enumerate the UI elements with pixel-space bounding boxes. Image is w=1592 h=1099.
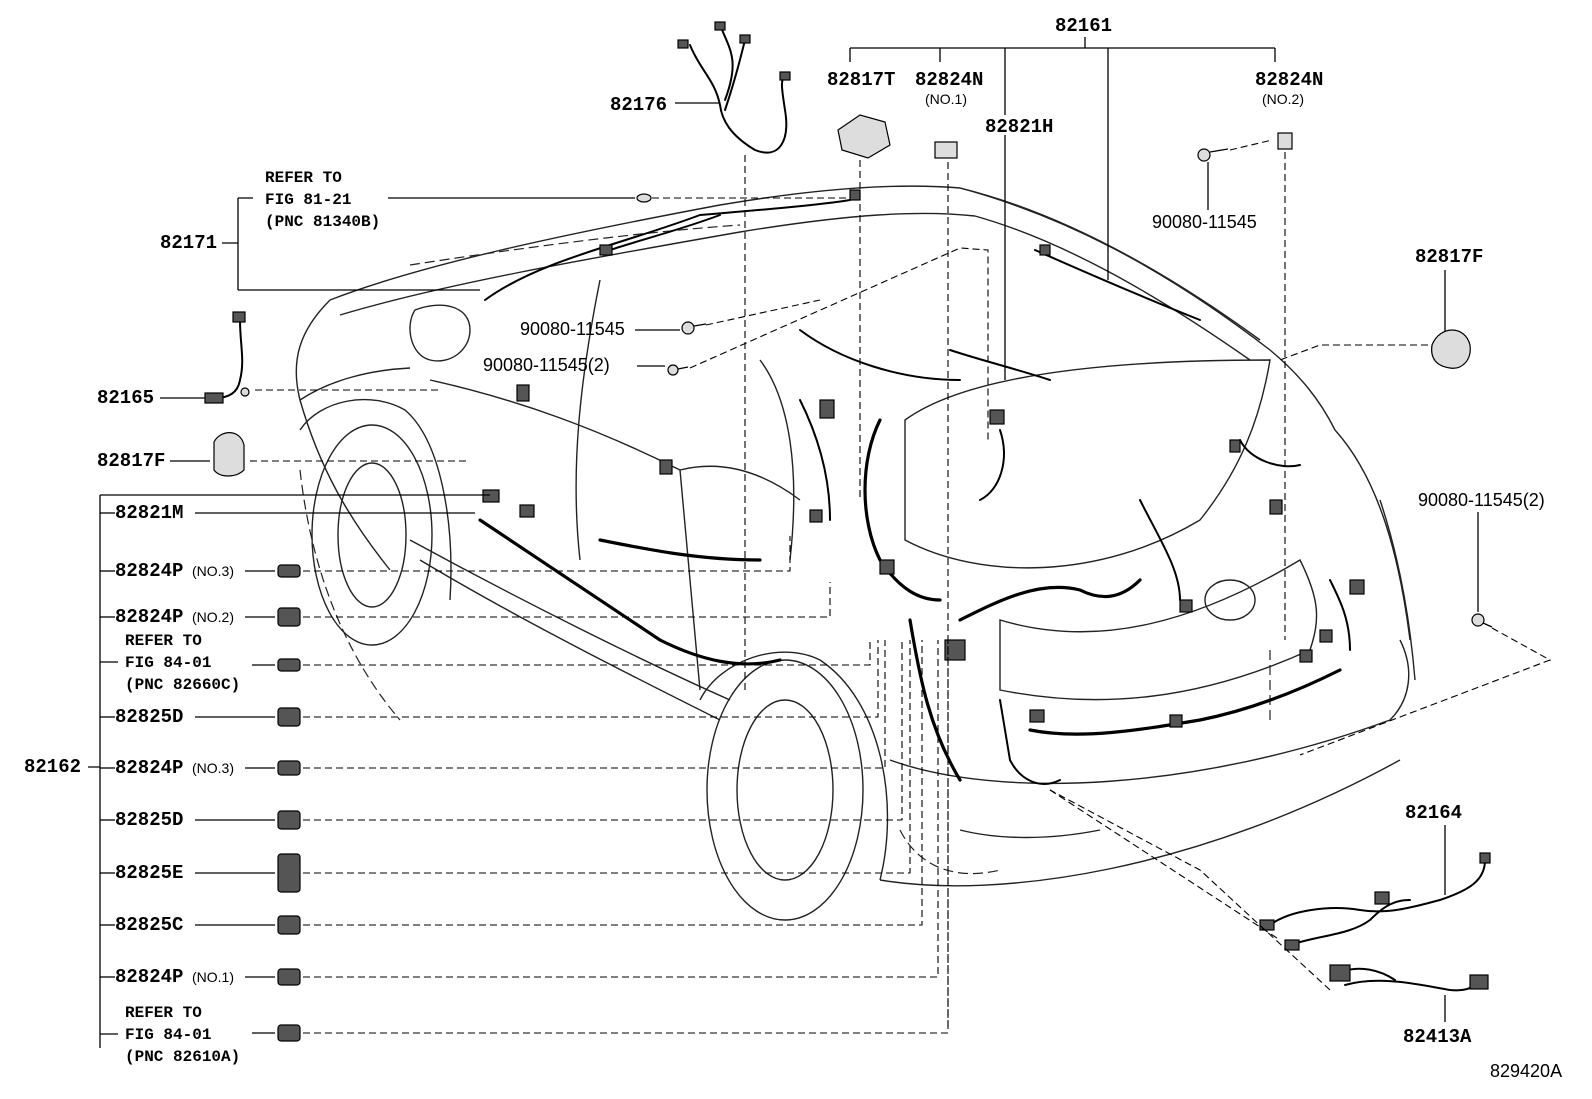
leader-line bbox=[303, 640, 923, 926]
leader-line bbox=[303, 640, 871, 666]
part-code: 82824P bbox=[115, 757, 183, 779]
left-list-item: 82825D bbox=[100, 640, 879, 728]
svg-text:90080-11545: 90080-11545 bbox=[1152, 212, 1257, 232]
svg-text:82176: 82176 bbox=[610, 94, 667, 116]
refer-to: REFER TO bbox=[125, 1004, 202, 1022]
part-sub: (NO.1) bbox=[192, 969, 234, 985]
part-code: 82824P bbox=[115, 966, 183, 988]
refer-line: (PNC 82660C) bbox=[125, 676, 240, 694]
svg-text:82164: 82164 bbox=[1405, 802, 1462, 824]
svg-text:82817F: 82817F bbox=[97, 450, 165, 472]
connector-icon bbox=[277, 607, 301, 627]
svg-text:82824N: 82824N bbox=[915, 69, 983, 91]
svg-text:90080-11545: 90080-11545 bbox=[520, 319, 625, 339]
svg-text:(NO.2): (NO.2) bbox=[1262, 91, 1304, 107]
part-code: 82821M bbox=[115, 502, 183, 524]
connector-icon bbox=[277, 915, 301, 935]
part-code: 82824P bbox=[115, 560, 183, 582]
part-code: 82824P bbox=[115, 606, 183, 628]
left-list-item: 82824P (NO.3) bbox=[100, 536, 791, 582]
left-list-item: REFER TO FIG 84-01 (PNC 82660C) bbox=[100, 632, 871, 694]
svg-text:82824N: 82824N bbox=[1255, 69, 1323, 91]
refer-line: FIG 84-01 bbox=[125, 654, 211, 672]
group-82162: 82162 bbox=[24, 494, 490, 1048]
refer-to: REFER TO bbox=[125, 632, 202, 650]
part-82824N-1: 82824N (NO.1) bbox=[915, 69, 983, 1030]
part-82817F-left: 82817F bbox=[97, 432, 470, 477]
svg-text:(PNC 81340B): (PNC 81340B) bbox=[265, 213, 380, 231]
left-list-item: 82824P (NO.2) bbox=[100, 582, 831, 628]
leader-line bbox=[303, 640, 939, 978]
part-code: 82825E bbox=[115, 862, 183, 884]
left-list-item: 82824P (NO.3) bbox=[100, 640, 886, 779]
svg-text:FIG 81-21: FIG 81-21 bbox=[265, 191, 351, 209]
svg-text:82165: 82165 bbox=[97, 387, 154, 409]
leader-line bbox=[303, 536, 791, 572]
svg-text:82162: 82162 bbox=[24, 756, 81, 778]
part-sub: (NO.2) bbox=[192, 609, 234, 625]
part-82176: 82176 bbox=[610, 21, 791, 690]
leader-line bbox=[303, 640, 886, 769]
part-code: 82825D bbox=[115, 809, 183, 831]
svg-text:82817F: 82817F bbox=[1415, 246, 1483, 268]
vehicle-harness bbox=[478, 199, 1351, 785]
refer-line: FIG 84-01 bbox=[125, 1026, 211, 1044]
connector-icon bbox=[277, 707, 301, 727]
left-list-item: REFER TO FIG 84-01 (PNC 82610A) bbox=[100, 640, 949, 1066]
left-list-item: 82825D bbox=[100, 640, 903, 831]
connector-icon bbox=[277, 1024, 301, 1042]
group-82161-label: 82161 bbox=[1055, 15, 1112, 37]
part-82164: 82164 bbox=[1049, 789, 1491, 951]
connector-icon bbox=[277, 564, 301, 578]
refer-fig-81-21: REFER TO FIG 81-21 (PNC 81340B) bbox=[265, 169, 850, 231]
part-code: 82825C bbox=[115, 914, 183, 936]
part-sub: (NO.3) bbox=[192, 760, 234, 776]
group-82161: 82161 bbox=[849, 15, 1276, 280]
svg-text:90080-11545(2): 90080-11545(2) bbox=[483, 355, 610, 375]
leader-line bbox=[303, 640, 903, 821]
connector-icon bbox=[277, 968, 301, 986]
part-82413A: 82413A bbox=[1049, 789, 1489, 1048]
vehicle-connectors bbox=[482, 189, 1365, 728]
svg-text:90080-11545(2): 90080-11545(2) bbox=[1418, 490, 1545, 510]
left-list-item: 82825C bbox=[100, 640, 923, 936]
part-sub: (NO.3) bbox=[192, 563, 234, 579]
connector-icon bbox=[277, 810, 301, 830]
bolt-mid-2: 90080-11545(2) bbox=[483, 247, 989, 440]
leader-line bbox=[303, 582, 831, 618]
svg-text:(NO.1): (NO.1) bbox=[925, 91, 967, 107]
diagram-id: 829420A bbox=[1490, 1061, 1562, 1081]
connector-icon bbox=[277, 760, 301, 776]
bolt-top-right: 90080-11545 bbox=[1152, 139, 1273, 232]
part-82171: 82171 bbox=[160, 197, 480, 291]
connector-icon bbox=[277, 853, 301, 893]
svg-text:82413A: 82413A bbox=[1403, 1026, 1472, 1048]
bolt-right: 90080-11545(2) bbox=[1299, 490, 1552, 756]
part-82165: 82165 bbox=[97, 311, 440, 409]
connector-icon bbox=[277, 658, 301, 672]
part-82824N-2: 82824N (NO.2) bbox=[1255, 69, 1323, 640]
left-list-item: 82824P (NO.1) bbox=[100, 640, 939, 988]
leader-line bbox=[303, 640, 911, 874]
leader-line bbox=[303, 640, 879, 718]
svg-text:82821H: 82821H bbox=[985, 116, 1053, 138]
vehicle-outline bbox=[295, 185, 1416, 921]
part-82821H: 82821H bbox=[985, 116, 1053, 380]
left-list-item: 82821M bbox=[100, 502, 475, 524]
part-code: 82825D bbox=[115, 706, 183, 728]
left-parts-list: 82821M 82824P (NO.3) 82824P (NO.2) REFER TO FI… bbox=[100, 502, 949, 1066]
svg-text:82171: 82171 bbox=[160, 232, 217, 254]
part-82817T: 82817T bbox=[827, 69, 895, 500]
svg-text:82817T: 82817T bbox=[827, 69, 895, 91]
svg-text:REFER TO: REFER TO bbox=[265, 169, 342, 187]
left-list-item: 82825E bbox=[100, 640, 911, 893]
leader-line bbox=[303, 640, 949, 1034]
refer-line: (PNC 82610A) bbox=[125, 1048, 240, 1066]
part-82817F-right: 82817F bbox=[1279, 246, 1483, 369]
bolt-mid-1: 90080-11545 bbox=[520, 299, 821, 339]
